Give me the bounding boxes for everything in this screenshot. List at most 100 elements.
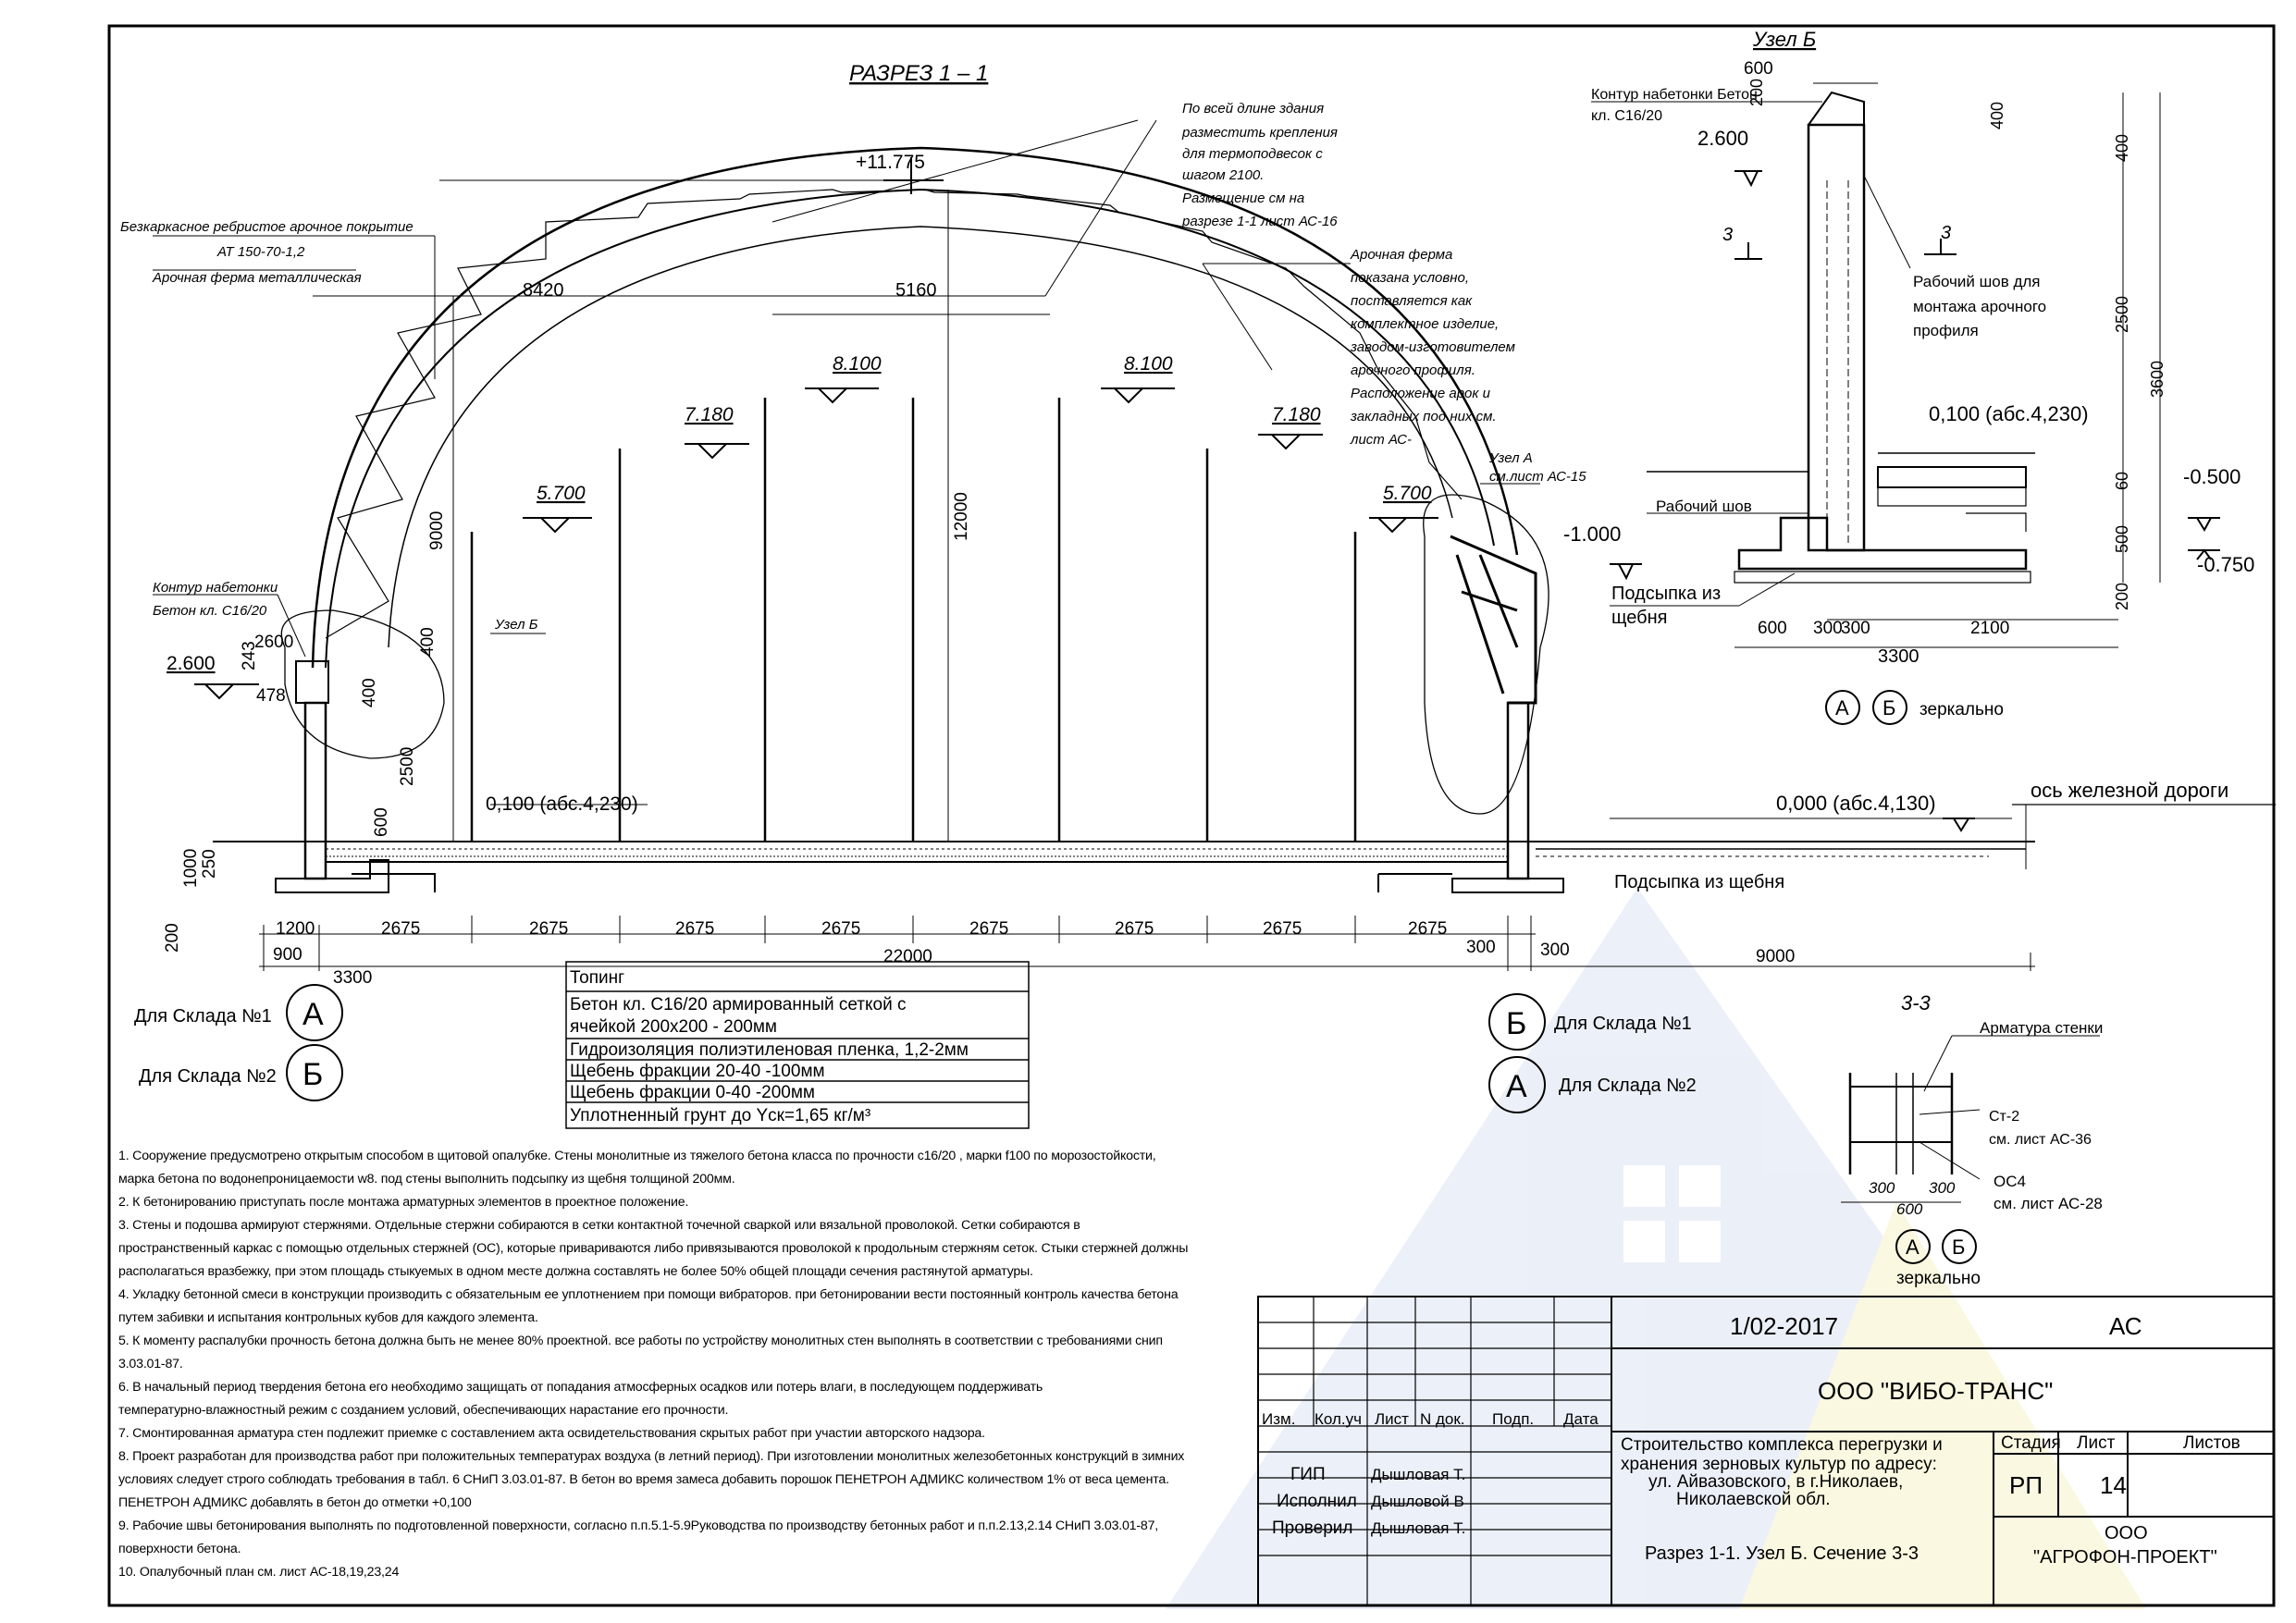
tb-name: Дышловая Т. xyxy=(1371,1466,1465,1483)
sheet-label: Лист xyxy=(2077,1433,2116,1453)
sec33-os4: ОС4 xyxy=(1994,1173,2026,1190)
elev-mark: 8.100 xyxy=(833,353,882,375)
top-note-line: По всей длине здания xyxy=(1182,101,1324,117)
layer-row: Топинг xyxy=(570,968,624,988)
railway-axis: ось железной дороги xyxy=(2031,779,2228,802)
kontur-label: Контур набетонки xyxy=(153,580,278,596)
mark-0000: 0,000 (абс.4,130) xyxy=(1776,792,1936,815)
top-mark: +11.775 xyxy=(856,152,925,173)
note-line: 9. Рабочие швы бетонирования выполнять п… xyxy=(118,1518,1159,1533)
arch-inner xyxy=(325,188,1495,669)
dim-text: 600 xyxy=(1744,59,1773,79)
left-note-line: Безкаркасное ребристое арочное покрытие xyxy=(120,219,414,235)
section-mark: 3 xyxy=(1941,223,1951,243)
right-note-line: лист АС- xyxy=(1350,432,1412,448)
dim-text: 400 xyxy=(1988,102,2006,129)
dim-text: 400 xyxy=(418,627,438,657)
org-line: ООО xyxy=(2105,1523,2148,1543)
right-wall xyxy=(1506,701,1530,880)
dim-text: 2675 xyxy=(969,919,1008,939)
dim-text: 300 xyxy=(1869,1179,1895,1197)
mirror-label: зеркально xyxy=(1920,700,2004,719)
legend-label: Для Склада №2 xyxy=(1559,1076,1697,1096)
dim-text: 300 xyxy=(1540,941,1570,960)
dim-text: 2675 xyxy=(1408,919,1447,939)
dim-text: 22000 xyxy=(883,947,932,966)
shov-label: монтажа арочного xyxy=(1913,298,2046,315)
project-line: Николаевской обл. xyxy=(1676,1490,1831,1509)
layer-row: Гидроизоляция полиэтиленовая пленка, 1,2… xyxy=(570,1040,969,1060)
legend-label: Для Склада №1 xyxy=(1554,1014,1692,1034)
layers-table-frame xyxy=(565,961,1030,1129)
tb-role: ГИП xyxy=(1290,1465,1326,1484)
note-line: 6. В начальный период твердения бетона е… xyxy=(118,1380,1043,1395)
right-note-line: комплектное изделие, xyxy=(1351,316,1499,332)
legend-letter: Б xyxy=(1506,1006,1526,1041)
tb-header: N док. xyxy=(1420,1410,1465,1428)
top-note-line: разрезе 1-1 лист АС-16 xyxy=(1181,214,1338,229)
uzel-b-label: Узел Б xyxy=(494,617,538,633)
dim-text: 2675 xyxy=(675,919,714,939)
doc-mark: АС xyxy=(2109,1312,2142,1340)
note-line: пространственный каркас с помощью отдель… xyxy=(118,1241,1189,1256)
dim-text: 2600 xyxy=(254,633,293,652)
sec33-armatura: Арматура стенки xyxy=(1980,1019,2103,1037)
right-note-line: поставляется как xyxy=(1351,293,1473,309)
general-notes: 1. Сооружение предусмотрено открытым спо… xyxy=(118,1145,1256,1584)
sec33-texts: 3-3 Арматура стенки Ст-2 см. лист АС-36 … xyxy=(1869,991,2103,1288)
kontur-label: Бетон кл. С16/20 xyxy=(153,603,267,619)
dim-text: 300 xyxy=(1929,1179,1956,1197)
section-title: РАЗРЕЗ 1 – 1 xyxy=(849,61,988,86)
uzel-a-ref: см.лист АС-15 xyxy=(1489,469,1586,485)
circle-letter: Б xyxy=(1952,1236,1965,1259)
org-line: "АГРОФОН-ПРОЕКТ" xyxy=(2033,1547,2217,1568)
top-note-line: Размещение см на xyxy=(1182,191,1304,206)
right-note-line: заводом-изготовителем xyxy=(1350,339,1515,355)
doc-number: 1/02-2017 xyxy=(1730,1312,1838,1340)
dim-text: 200 xyxy=(163,923,182,953)
dim-text: 600 xyxy=(1896,1200,1923,1218)
layer-row: Уплотненный грунт до Yск=1,65 кг/м³ xyxy=(570,1106,870,1125)
layer-row: Щебень фракции 20-40 -100мм xyxy=(570,1062,825,1081)
legend-letter: Б xyxy=(302,1057,323,1092)
node-b-texts: Узел Б 600 200 Контур набетонки Бетон кл… xyxy=(1563,28,2254,719)
dim-text: 200 xyxy=(2113,583,2131,610)
node-b-mark: -0.750 xyxy=(2197,553,2254,576)
sec33-st2: см. лист АС-36 xyxy=(1989,1132,2092,1148)
sheet-frame xyxy=(107,24,2276,1607)
circle-letter: Б xyxy=(1882,696,1895,719)
node-b-kontur: Контур набетонки Бетон xyxy=(1591,87,1758,103)
project-line: Строительство комплекса перегрузки и xyxy=(1621,1435,1943,1455)
dim-text: 300 xyxy=(1466,938,1496,957)
drawing-name: Разрез 1-1. Узел Б. Сечение 3-3 xyxy=(1645,1543,1919,1564)
right-note-line: закладных под них см. xyxy=(1350,409,1497,424)
legend-label: Для Склада №1 xyxy=(134,1006,272,1027)
mark-2600: 2.600 xyxy=(167,653,216,674)
arch-truss-inner xyxy=(388,226,1453,648)
sheets-label: Листов xyxy=(2183,1433,2240,1453)
arch-outer xyxy=(311,146,1519,669)
elev-mark: 8.100 xyxy=(1124,353,1173,375)
top-note-line: шагом 2100. xyxy=(1182,167,1264,183)
note-line: 10. Опалубочный план см. лист АС-18,19,2… xyxy=(118,1565,400,1580)
legend-letter: А xyxy=(302,997,324,1032)
mirror-label: зеркально xyxy=(1896,1269,1981,1288)
dim-text: 12000 xyxy=(952,492,971,541)
dim-text: 200 xyxy=(1747,79,1766,106)
dim-text: 2500 xyxy=(398,747,417,786)
dim-text: 600 xyxy=(372,807,391,837)
tb-header: Дата xyxy=(1563,1410,1599,1428)
dim-text: 500 xyxy=(2113,525,2131,553)
node-b-mark: 0,100 (абс.4,230) xyxy=(1929,402,2089,425)
note-line: располагаться вразбежку, при этом площад… xyxy=(118,1264,1033,1279)
node-b-mark: -0.500 xyxy=(2183,465,2240,488)
podsypka-label: Подсыпка из xyxy=(1611,584,1721,604)
note-line: 1. Сооружение предусмотрено открытым спо… xyxy=(118,1149,1156,1163)
title-block-grid xyxy=(1257,1296,2275,1606)
dim-text: 3300 xyxy=(333,968,372,988)
dim-text: 2500 xyxy=(2113,296,2131,333)
elev-mark: 5.700 xyxy=(537,483,586,504)
note-line: ПЕНЕТРОН АДМИКС добавлять в бетон до отм… xyxy=(118,1495,472,1510)
node-b-title: Узел Б xyxy=(1752,28,1816,51)
note-line: условиях следует строго соблюдать требов… xyxy=(118,1472,1169,1487)
